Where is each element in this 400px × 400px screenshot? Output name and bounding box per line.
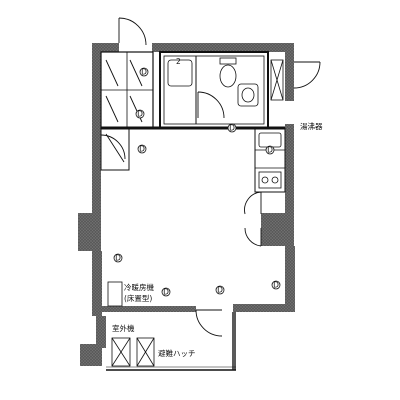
outlet-marker: D [137, 145, 147, 154]
kitchen-stove [258, 171, 282, 189]
room-labels: 2 湯沸器 冷暖房機 (床置型) 室外機 避難ハッチ [112, 57, 323, 358]
svg-text:D: D [141, 68, 147, 77]
bathtub [167, 59, 193, 87]
unit-number-label: 2 [176, 57, 181, 66]
svg-text:D: D [273, 281, 279, 290]
outdoor-unit-label: 室外機 [112, 323, 135, 333]
svg-text:D: D [137, 110, 143, 119]
outlet-marker: D [265, 146, 275, 155]
air-conditioner-box [107, 281, 123, 307]
escape-hatch-label: 避難ハッチ [158, 348, 196, 358]
svg-text:D: D [267, 146, 273, 155]
outlet-marker: D [271, 281, 281, 290]
interior-walls [100, 51, 286, 371]
water-heater-label: 湯沸器 [300, 121, 323, 131]
water-heater [270, 59, 284, 101]
outlet-marker: D [215, 286, 225, 295]
toilet [219, 64, 237, 88]
outlet-marker: D [135, 110, 145, 119]
svg-text:D: D [217, 286, 223, 295]
floor-type-label: (床置型) [124, 293, 152, 303]
outlet-markers: D D D D D D D D D [113, 68, 281, 297]
doors [100, 17, 321, 337]
svg-text:D: D [115, 254, 121, 263]
fixtures [107, 57, 284, 367]
outlet-marker: D [161, 288, 171, 297]
svg-text:D: D [163, 288, 169, 297]
svg-text:D: D [229, 124, 235, 133]
svg-text:D: D [139, 145, 145, 154]
outlet-marker: D [113, 254, 123, 263]
outer-walls [78, 43, 295, 370]
outdoor-unit-box [111, 337, 131, 367]
wash-basin [237, 83, 259, 107]
air-conditioner-label: 冷暖房機 [124, 282, 154, 292]
escape-hatch-box [136, 337, 155, 367]
outlet-marker: D [139, 68, 149, 77]
outlet-marker: D [227, 124, 237, 133]
